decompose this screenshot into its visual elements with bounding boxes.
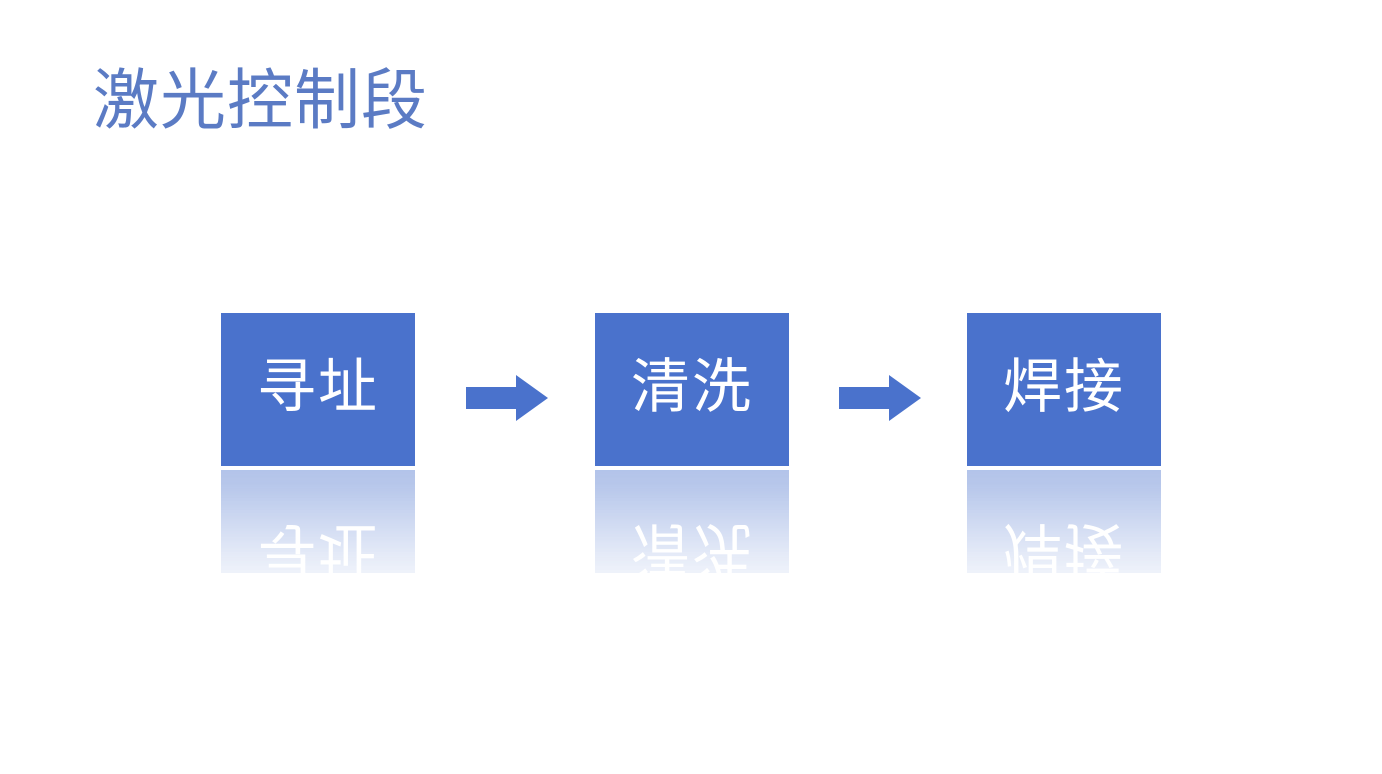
flow-node-2-label: 清洗 — [630, 354, 753, 420]
flow-node-3-label: 焊接 — [1002, 354, 1125, 420]
flow-node-1-reflection: 寻址 — [221, 470, 415, 573]
flow-node-3-box[interactable]: 焊接 — [967, 313, 1161, 466]
flow-node-1[interactable]: 寻址 寻址 — [221, 313, 415, 573]
flow-node-3-reflection-label: 焊接 — [1002, 516, 1125, 573]
flow-node-2-reflection: 清洗 — [595, 470, 789, 573]
flow-node-3[interactable]: 焊接 焊接 — [967, 313, 1161, 573]
arrow-right-icon — [466, 375, 548, 421]
flow-node-1-box[interactable]: 寻址 — [221, 313, 415, 466]
flow-node-1-label: 寻址 — [256, 354, 379, 420]
flow-node-2-box[interactable]: 清洗 — [595, 313, 789, 466]
flow-node-2[interactable]: 清洗 清洗 — [595, 313, 789, 573]
flow-node-1-reflection-label: 寻址 — [256, 516, 379, 573]
process-flow-diagram: 寻址 寻址 清洗 清洗 — [221, 313, 1161, 573]
page-title: 激光控制段 — [93, 63, 428, 137]
arrow-right-icon — [839, 375, 921, 421]
flow-node-3-reflection: 焊接 — [967, 470, 1161, 573]
flow-node-2-reflection-label: 清洗 — [630, 516, 753, 573]
